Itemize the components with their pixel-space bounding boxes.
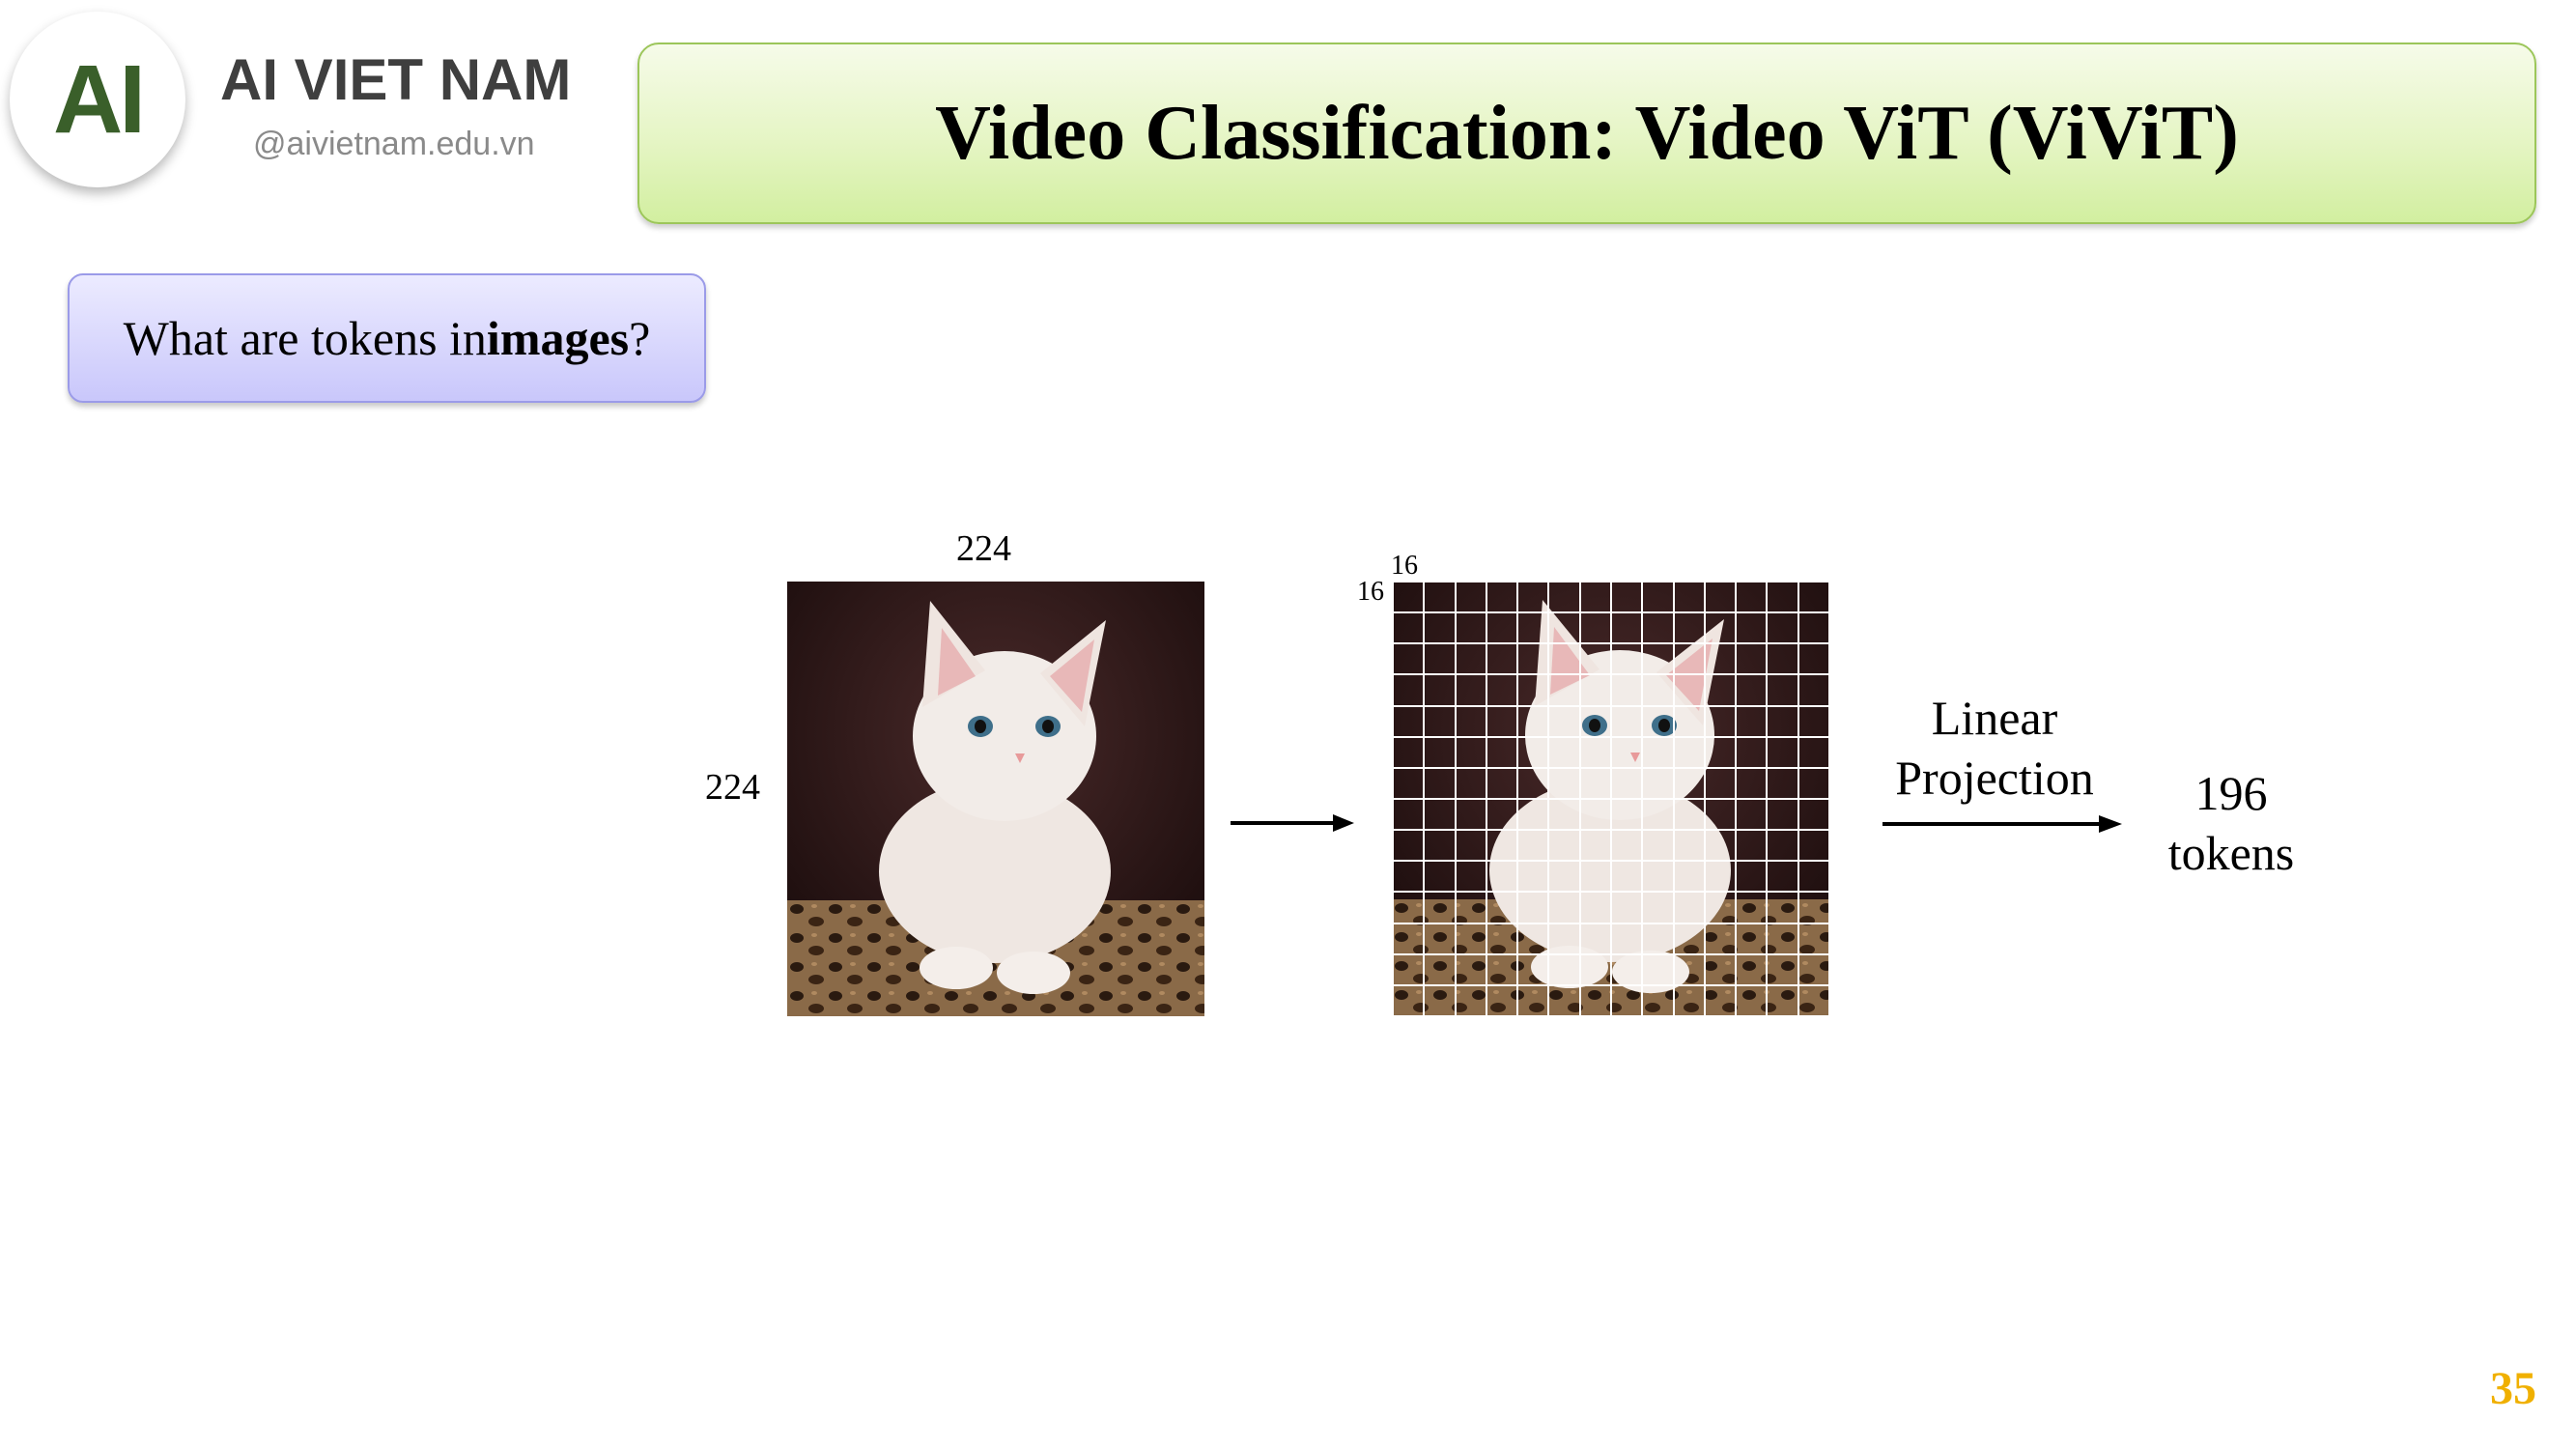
patch-width-label: 16 [1391,551,1418,581]
projection-label: Linear Projection [1883,688,2106,808]
question-box: What are tokens in images? [68,273,706,403]
brand-url: @aivietnam.edu.vn [253,126,535,162]
image-height-label: 224 [705,767,760,808]
page-number: 35 [2490,1363,2536,1414]
arrow-to-patches [1231,814,1354,832]
slide-title: Video Classification: Video ViT (ViViT) [935,90,2239,176]
patched-image-drawing [1392,581,1830,1017]
logo: AI [10,12,185,187]
patch-grid [1392,581,1830,1017]
projection-line1: Linear [1931,691,2058,745]
question-bold: images [486,311,630,365]
title-banner: Video Classification: Video ViT (ViViT) [637,43,2536,224]
tokens-word: tokens [2167,826,2295,880]
arrow-to-tokens [1882,815,2122,833]
patched-kitten-image [1392,581,1830,1017]
question-suffix: ? [629,311,651,365]
tokens-count: 196 [2194,766,2268,820]
kitten-image [787,582,1204,1016]
kitten-image-drawing [787,582,1204,1016]
logo-text: AI [53,44,146,154]
image-width-label: 224 [956,528,1011,569]
brand-name: AI VIET NAM [220,47,572,112]
question-prefix: What are tokens in [123,311,487,365]
projection-line2: Projection [1895,751,2094,805]
patch-height-label: 16 [1357,577,1384,607]
tokens-label: 196 tokens [2144,763,2318,883]
